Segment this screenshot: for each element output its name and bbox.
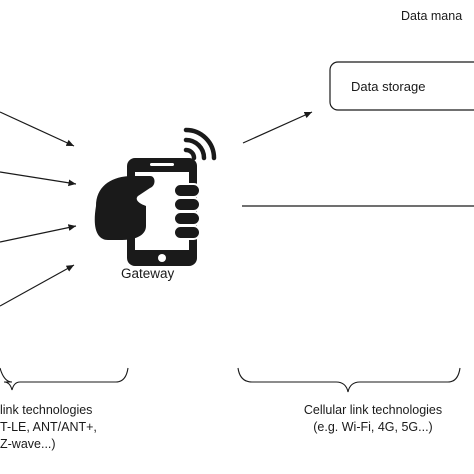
- data-storage-box: [329, 61, 474, 111]
- left-group-line-1: link technologies: [0, 403, 93, 417]
- incoming-arrow-3: [0, 224, 77, 243]
- gateway-label: Gateway: [121, 266, 175, 281]
- wireless-signal-icon: [183, 127, 217, 161]
- incoming-arrow-4: [0, 264, 75, 307]
- storage-arrow: [242, 111, 313, 144]
- left-group-line-3: Z-wave...): [0, 437, 56, 451]
- left-group-brace: [0, 367, 129, 391]
- left-group-line-2: T-LE, ANT/ANT+,: [0, 420, 97, 434]
- hand-holding-phone-icon: [94, 158, 201, 266]
- right-group-line-1: Cellular link technologies: [303, 403, 443, 417]
- header-partial-title: Data mana: [401, 9, 463, 23]
- incoming-arrow-2: [0, 171, 77, 187]
- incoming-arrow-1: [0, 111, 75, 147]
- right-group-brace: [237, 367, 461, 393]
- data-storage-label: Data storage: [351, 79, 426, 94]
- right-group-line-2: (e.g. Wi-Fi, 4G, 5G...): [313, 420, 433, 434]
